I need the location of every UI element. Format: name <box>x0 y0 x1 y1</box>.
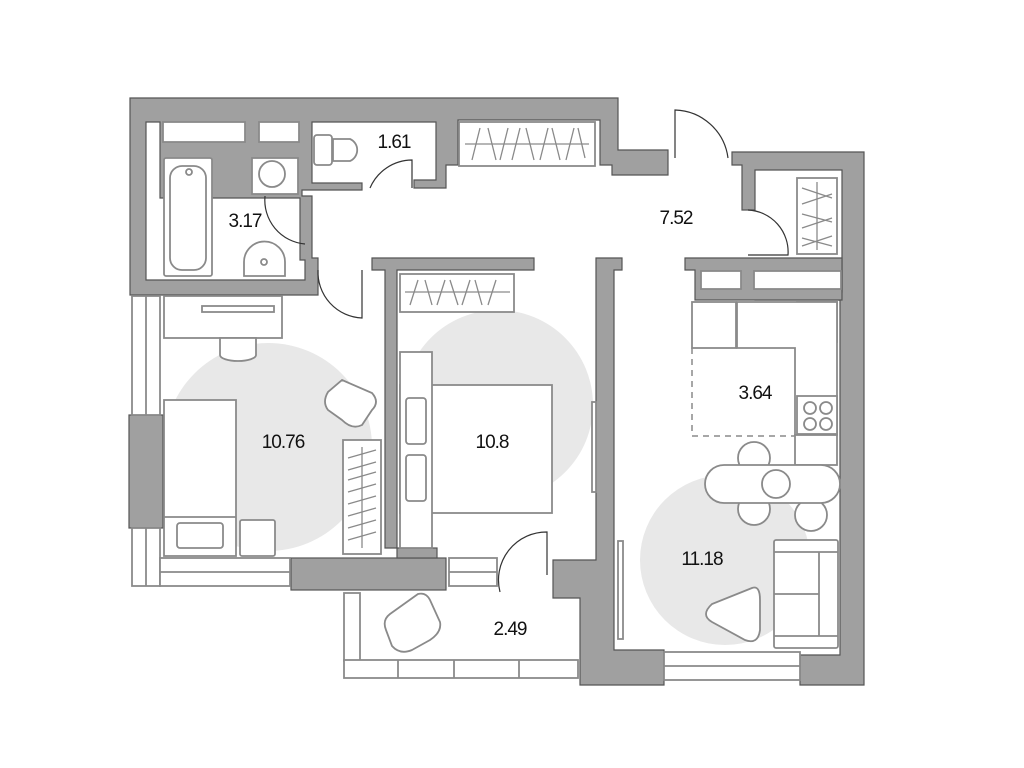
door-bedroom-left <box>317 269 363 319</box>
room-area-living: 11.18 <box>681 549 723 570</box>
room-area-hallway: 7.52 <box>659 208 694 229</box>
balcony-railing-left <box>343 592 361 662</box>
wardrobe-bedroom-center <box>399 273 515 313</box>
nightstand <box>239 519 276 557</box>
toilet-bowl <box>332 138 359 162</box>
balcony-railing <box>343 659 579 679</box>
door-balcony <box>497 531 548 593</box>
door-toilet <box>369 159 413 189</box>
fridge <box>691 301 737 349</box>
balcony-armchair <box>383 592 442 653</box>
wall-bottom-mid <box>290 557 447 591</box>
door-entrance <box>674 109 729 159</box>
wall-top-left <box>129 97 669 296</box>
room-area-toilet: 1.61 <box>377 132 412 153</box>
door-closet <box>747 209 789 256</box>
wall-bottom-center <box>396 547 438 559</box>
window-top-2 <box>258 121 300 143</box>
coffee-table <box>705 586 761 643</box>
armchair <box>324 378 377 428</box>
room-area-bathroom: 3.17 <box>228 211 263 232</box>
wall-corridor-divider <box>552 257 665 686</box>
wall-left-pier <box>128 414 164 529</box>
room-area-balcony: 2.49 <box>493 619 528 640</box>
desk <box>163 295 283 339</box>
room-area-bedroom-left: 10.76 <box>261 432 306 453</box>
desk-chair <box>219 337 257 362</box>
toilet-tank <box>313 134 333 166</box>
room-area-bedroom-center: 10.8 <box>475 432 510 453</box>
kitchen-zone-outline <box>691 348 795 437</box>
door-bathroom <box>264 195 306 245</box>
room-area-kitchen: 3.64 <box>738 383 773 404</box>
window-top-1 <box>162 121 246 143</box>
